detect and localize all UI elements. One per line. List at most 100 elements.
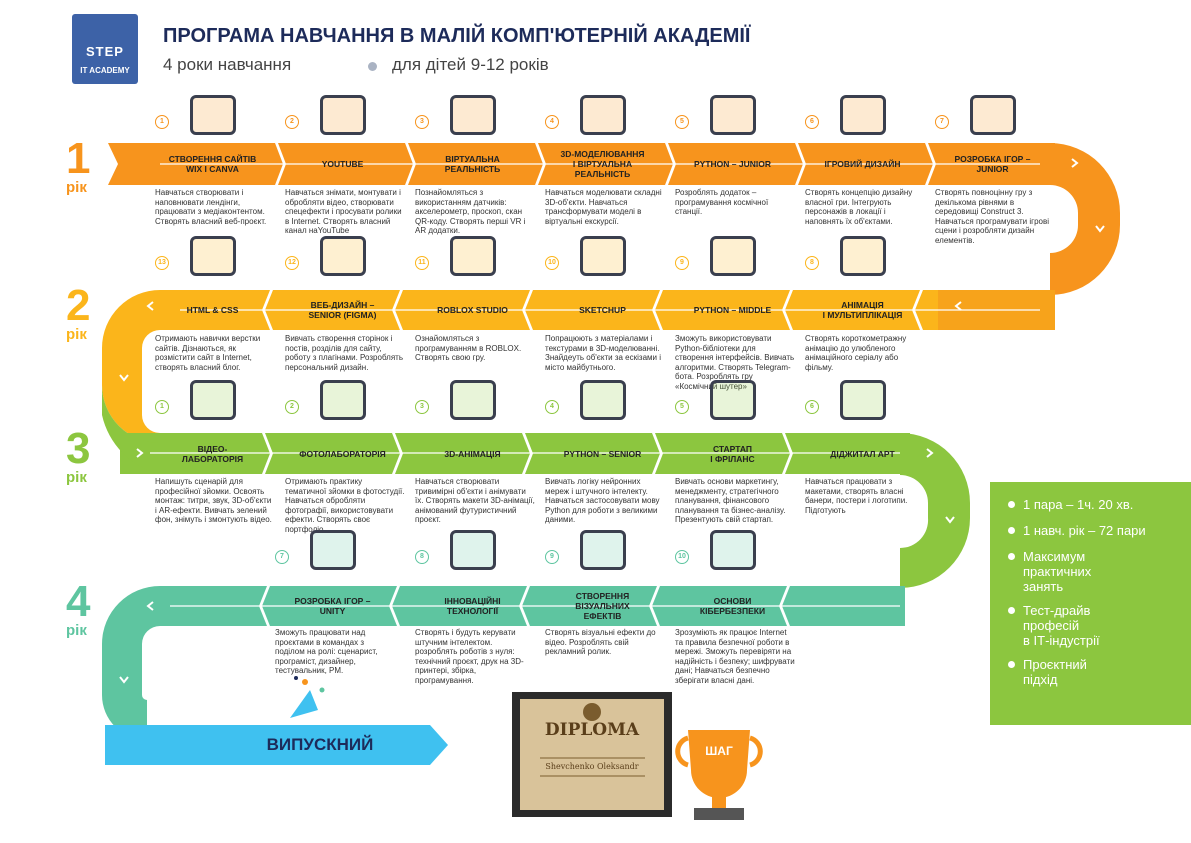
road-graduate (105, 725, 448, 765)
info-panel (990, 482, 1191, 725)
step-title: ФОТОЛАБОРАТОРІЯ (299, 448, 386, 459)
step-title: ВІДЕО- ЛАБОРАТОРІЯ (181, 443, 244, 464)
road-arrow-icon (119, 374, 129, 382)
brain-network-icon (450, 530, 496, 570)
cup-handle-icon (675, 735, 689, 768)
bullet-dot (1008, 527, 1015, 534)
road-separator (262, 290, 273, 330)
road-separator (912, 290, 923, 330)
step-title: РОЗРОБКА ІГОР – JUNIOR (954, 154, 1031, 174)
step-number-badge: 5 (675, 115, 689, 129)
step-title: HTML & CSS (186, 305, 239, 315)
step-title: 3D-МОДЕЛЮВАННЯ І ВІРТУАЛЬНА РЕАЛЬНІСТЬ (560, 149, 645, 179)
step-title: ОСНОВИ КІБЕРБЕЗПЕКИ (699, 596, 766, 616)
step-number-badge: 4 (545, 400, 559, 414)
road-arrow-icon (1071, 158, 1079, 168)
step-number-badge: 1 (155, 115, 169, 129)
unity-icon (310, 530, 356, 570)
cup-base (694, 808, 744, 820)
html-settings-icon (190, 236, 236, 276)
bullet-dot (1008, 607, 1015, 614)
road-separator (649, 586, 660, 626)
step-description: Навчаться знімати, монтувати і обробляти… (285, 188, 402, 235)
shield-lock-icon (710, 530, 756, 570)
cup-label: ШАГ (705, 744, 733, 758)
road-separator (925, 143, 936, 185)
year-label: рік (66, 469, 87, 486)
road-curve2 (102, 290, 160, 468)
road-arrow-icon (1095, 225, 1105, 233)
step-description: Навчаться моделювати складні 3D-об'єкти.… (545, 188, 662, 226)
camera-icon (320, 380, 366, 420)
step-title: PYTHON – MIDDLE (693, 305, 772, 315)
road-curve2b (102, 385, 160, 474)
road-curve4 (102, 586, 160, 740)
step-title: РОЗРОБКА ІГОР – UNITY (294, 596, 371, 616)
cup-handle-icon (749, 735, 763, 768)
website-icon (190, 95, 236, 135)
step-number-badge: 7 (935, 115, 949, 129)
step-description: Зможуть працювати над проєктами в команд… (275, 628, 378, 675)
python-icon (710, 95, 756, 135)
road-separator (665, 143, 676, 185)
info-item: 1 пара – 1ч. 20 хв. (1023, 497, 1134, 512)
step-number-badge: 10 (675, 550, 689, 564)
step-title: ВЕБ-ДИЗАЙН – SENIOR (FIGMA) (308, 300, 377, 320)
step-title: ІГРОВИЙ ДИЗАЙН (824, 159, 901, 169)
road-separator (389, 586, 400, 626)
road-separator (392, 433, 403, 474)
info-item: Тест-драйв професій в ІТ-індустрії (1023, 603, 1100, 648)
step-title: ДІДЖИТАЛ АРТ (830, 448, 895, 459)
party-popper-icon (290, 690, 318, 718)
step-number-badge: 13 (155, 256, 169, 270)
step-title: СТВОРЕННЯ ВІЗУАЛЬНИХ ЕФЕКТІВ (575, 591, 630, 621)
step-title: 3D-АНІМАЦІЯ (444, 448, 501, 459)
road-arrow-icon (136, 448, 144, 458)
year-label: рік (66, 179, 87, 196)
step-description: Вивчать створення сторінок і постів, роз… (285, 334, 404, 372)
step-description: Створять повноцінну гру з декількома рів… (935, 188, 1049, 245)
step-number-badge: 6 (805, 115, 819, 129)
page-title: ПРОГРАМА НАВЧАННЯ В МАЛІЙ КОМП'ЮТЕРНІЙ А… (163, 25, 751, 47)
step-number-badge: 9 (545, 550, 559, 564)
step-number-badge: 8 (415, 550, 429, 564)
road-separator (522, 290, 533, 330)
confetti (319, 687, 325, 693)
confetti (294, 676, 298, 680)
road-arrow-icon (1066, 301, 1074, 311)
road-separator (522, 433, 533, 474)
diploma-title: DIPLOMA (544, 720, 640, 740)
step-number-badge: 11 (415, 256, 429, 270)
road-arrow-icon (146, 601, 154, 611)
step-description: Вивчать основи маркетингу, менеджменту, … (675, 477, 786, 524)
graduate-label: ВИПУСКНИЙ (266, 735, 374, 754)
cup-stem (712, 795, 726, 809)
step-title: ROBLOX STUDIO (437, 305, 508, 315)
step-description: Ознайомляться з програмуванням в ROBLOX.… (415, 334, 522, 362)
step-number-badge: 8 (805, 256, 819, 270)
road-curve1 (1050, 143, 1120, 295)
year-number: 1 (66, 134, 91, 183)
year-number: 2 (66, 281, 91, 330)
step-number-badge: 6 (805, 400, 819, 414)
road-separator (652, 290, 663, 330)
road-separator (405, 143, 416, 185)
ufo-icon (450, 380, 496, 420)
road-arrow-icon (926, 601, 934, 611)
road-separator (262, 433, 273, 474)
play-icon (320, 95, 366, 135)
subtitle-dot (368, 62, 377, 71)
road-separator (782, 290, 793, 330)
step-description: Створять короткометражну анімацію до улю… (805, 334, 907, 372)
step-number-badge: 2 (285, 400, 299, 414)
diploma-name: Shevchenko Oleksandr (545, 762, 639, 771)
step-description: Зрозуміють як працює Internet та правила… (675, 628, 795, 685)
road-separator (779, 586, 790, 626)
step-title: СТВОРЕННЯ САЙТІВ WIX І CANVA (168, 154, 257, 174)
step-number-badge: 1 (155, 400, 169, 414)
step-logo: STEP IT ACADEMY (72, 14, 138, 84)
head-circuit-icon (580, 380, 626, 420)
step-title: SKETCHUP (579, 305, 626, 315)
